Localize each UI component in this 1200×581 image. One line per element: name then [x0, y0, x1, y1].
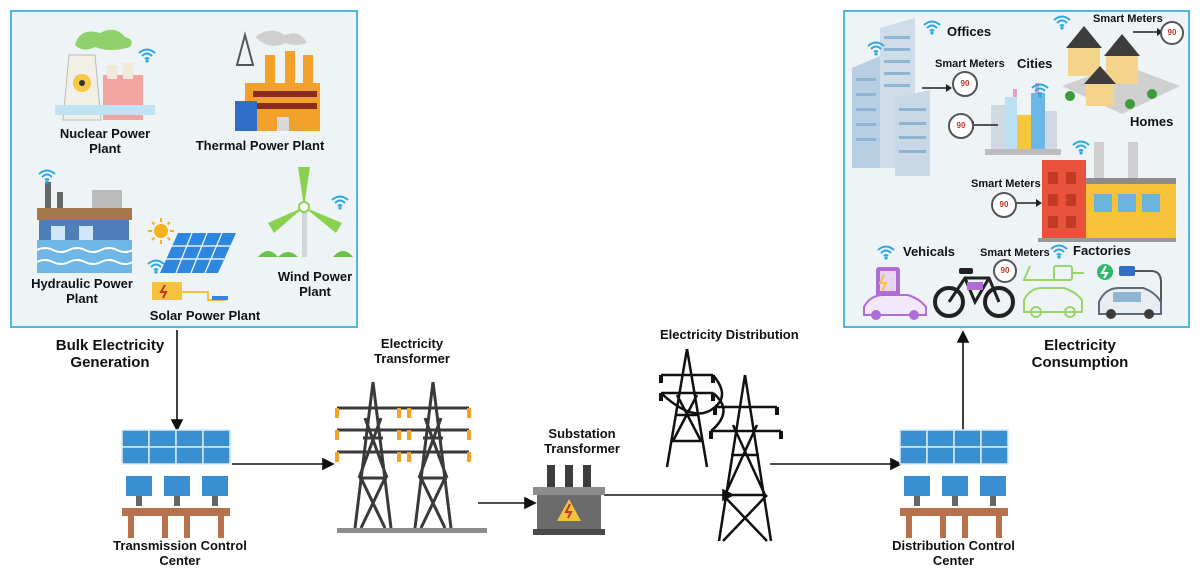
hydraulic-plant-icon: [36, 182, 134, 273]
smart-meter-icon: 90: [993, 259, 1017, 283]
distribution-control-center-icon: [899, 429, 1009, 538]
smart-meters-label: Smart Meters: [971, 178, 1041, 190]
wifi-icon: [1072, 140, 1090, 155]
thermal-plant-icon: [235, 30, 320, 131]
smart-meters-label: Smart Meters: [980, 247, 1050, 259]
vehicals-label: Vehicals: [903, 244, 956, 259]
substation-transformer-icon: [533, 465, 605, 535]
ev-charger-car-icon: [1097, 264, 1162, 319]
smart-meter-icon: 90: [948, 113, 974, 139]
transmission-control-center-icon: [121, 429, 231, 538]
thermal-plant-label: Thermal Power Plant: [195, 138, 325, 153]
factory-icon: [1038, 142, 1176, 242]
electric-bicycle-icon: [933, 268, 1015, 318]
houses-icon: [1062, 26, 1180, 114]
solar-panel-icon: [152, 232, 236, 301]
ev-charging-car-icon: [1022, 265, 1084, 318]
transmission-tower-icon: [335, 381, 487, 533]
wifi-icon: [877, 245, 895, 260]
office-building-icon: [852, 18, 930, 176]
offices-label: Offices: [947, 24, 992, 39]
wifi-icon: [923, 20, 941, 35]
electricity-distribution-label: Electricity Distribution: [660, 327, 799, 342]
homes-label: Homes: [1130, 114, 1174, 129]
nuclear-plant-icon: [55, 29, 155, 121]
wifi-icon: [331, 195, 349, 210]
wifi-icon: [867, 41, 885, 56]
wifi-icon: [147, 259, 165, 274]
wifi-icon: [1031, 83, 1049, 98]
arrow-right-icon: [922, 84, 952, 92]
smart-meters-label: Smart Meters: [935, 58, 1005, 70]
wifi-icon: [38, 169, 56, 184]
solar-plant-label: Solar Power Plant: [149, 308, 261, 323]
factories-label: Factories: [1073, 243, 1131, 258]
smart-meter-icon: 90: [991, 192, 1017, 218]
wifi-icon: [138, 48, 156, 63]
smart-meter-icon: 90: [1160, 21, 1184, 45]
cities-label: Cities: [1017, 56, 1053, 71]
smart-meter-icon: 90: [952, 71, 978, 97]
wifi-icon: [1053, 15, 1071, 30]
electric-car-icon: [863, 267, 927, 320]
sun-icon: [148, 218, 174, 244]
wifi-icon: [1050, 244, 1068, 259]
city-buildings-icon: [985, 83, 1061, 155]
wind-turbine-icon: [258, 167, 353, 257]
smart-meters-label: Smart Meters: [1093, 13, 1163, 25]
distribution-tower-icon: [659, 348, 783, 542]
